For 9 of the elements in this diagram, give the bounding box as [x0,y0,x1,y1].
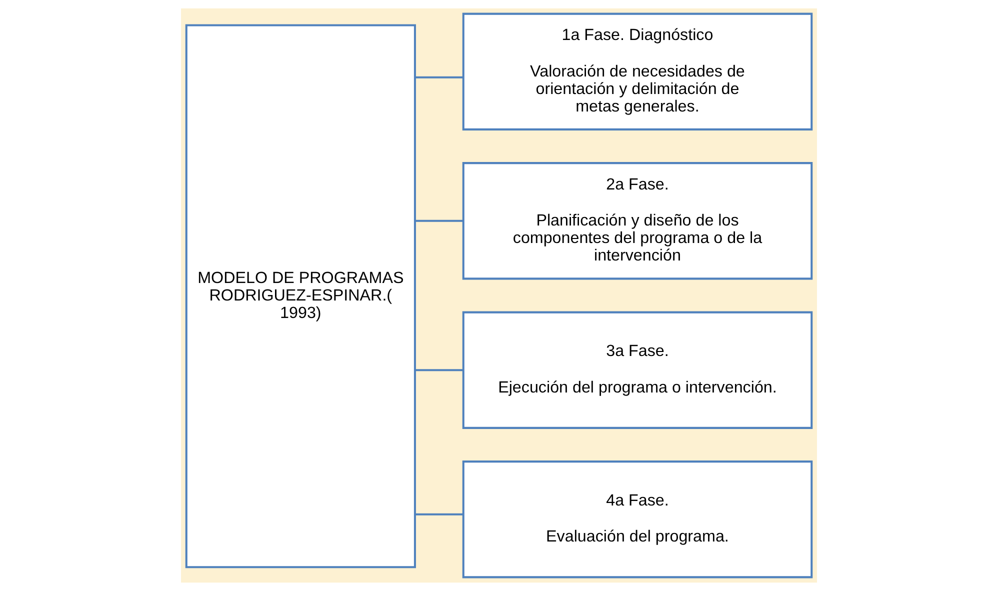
node-box: 3a Fase. Ejecución del programa o intervención. [462,311,813,429]
connector [415,76,463,78]
connector [415,369,463,372]
node-box: 4a Fase. Evaluación del programa. [462,460,813,578]
connector [415,220,463,222]
node-box: MODELO DE PROGRAMAS RODRIGUEZ-ESPINAR.( 1993) [185,24,416,568]
node-box: 2a Fase. Planificación y diseño de los componentes del programa o de la intervención [462,162,813,280]
node-box: 1a Fase. Diagnóstico Valoración de necesidades de orientación y delimitación de metas generales. [462,12,813,130]
connector [415,513,463,516]
